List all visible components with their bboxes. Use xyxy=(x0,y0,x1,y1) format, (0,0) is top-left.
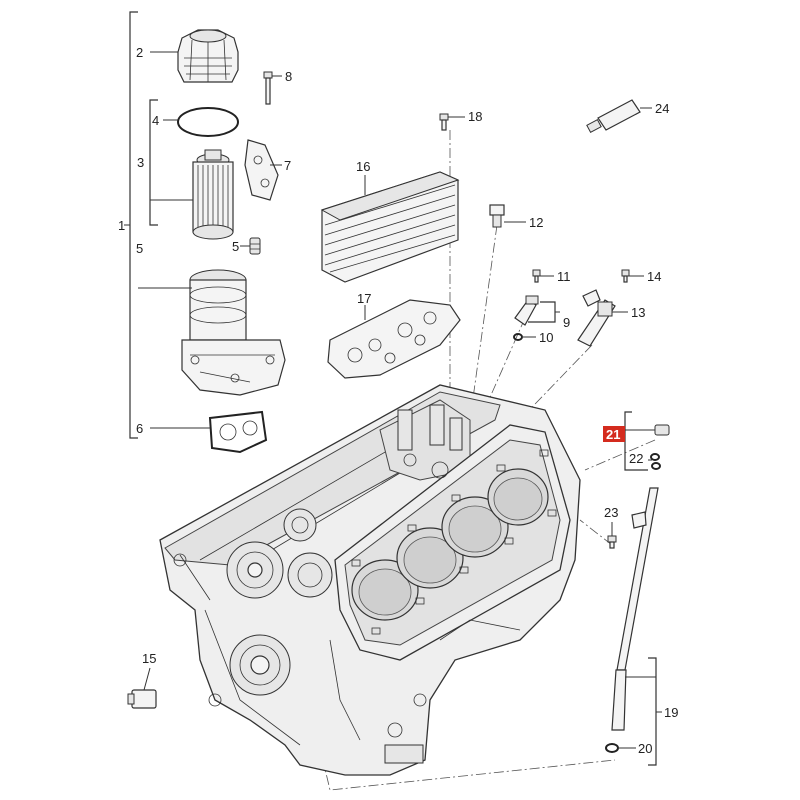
callout-1: 1 xyxy=(118,218,125,233)
oil-filter-element xyxy=(192,149,234,240)
callout-24: 24 xyxy=(655,101,669,116)
callout-9: 9 xyxy=(563,315,570,330)
sealant-tube xyxy=(586,99,641,134)
callout-8: 8 xyxy=(285,69,292,84)
callout-22: 22 xyxy=(629,451,643,466)
bolt-part-8 xyxy=(263,71,273,105)
callout-4: 4 xyxy=(152,113,159,128)
callout-21-highlight xyxy=(603,426,625,442)
callout-16: 16 xyxy=(356,159,370,174)
engine-block xyxy=(159,384,581,776)
callout-2: 2 xyxy=(136,45,143,60)
callout-23: 23 xyxy=(604,505,618,520)
bolt-part-18 xyxy=(439,113,449,131)
callout-11: 11 xyxy=(557,269,571,284)
sensor-part-12 xyxy=(489,204,505,228)
callout-10: 10 xyxy=(539,330,553,345)
leader-lines xyxy=(124,11,662,766)
seal-part-22a xyxy=(650,453,660,461)
callout-17: 17 xyxy=(357,291,371,306)
dipstick-tube xyxy=(611,487,659,731)
bolt-part-11 xyxy=(532,269,541,283)
fitting-part-13 xyxy=(577,289,616,347)
seal-part-20 xyxy=(605,743,619,753)
callout-13: 13 xyxy=(631,305,645,320)
bracket-part-7 xyxy=(244,139,279,201)
callout-7: 7 xyxy=(284,158,291,173)
bolt-part-23 xyxy=(607,535,617,549)
sensor-part-15 xyxy=(127,689,157,709)
callout-14: 14 xyxy=(647,269,661,284)
callout-15: 15 xyxy=(142,651,156,666)
fitting-part-21 xyxy=(654,424,670,436)
bolt-part-14 xyxy=(621,269,630,283)
callout-19: 19 xyxy=(664,705,678,720)
callout-labels: 1 2 3 4 5 5 6 7 8 9 10 11 12 13 14 15 16… xyxy=(118,45,678,756)
sensor-part-9 xyxy=(514,295,539,326)
seal-part-10 xyxy=(513,333,523,341)
oil-filter-cap xyxy=(177,29,239,83)
callout-6: 6 xyxy=(136,421,143,436)
oil-filter-housing xyxy=(181,269,286,396)
filter-housing-gasket xyxy=(208,410,268,454)
callout-5-sensor: 5 xyxy=(232,239,239,254)
callout-3: 3 xyxy=(137,155,144,170)
callout-12: 12 xyxy=(529,215,543,230)
callout-18: 18 xyxy=(468,109,482,124)
callout-20: 20 xyxy=(638,741,652,756)
oil-cooler-gasket xyxy=(327,299,461,379)
o-ring-4 xyxy=(177,107,239,137)
sensor-part-5 xyxy=(249,237,261,255)
seal-part-22b xyxy=(651,462,661,470)
callout-5-housing: 5 xyxy=(136,241,143,256)
oil-cooler xyxy=(320,171,460,283)
callout-21: 21 xyxy=(606,427,620,442)
